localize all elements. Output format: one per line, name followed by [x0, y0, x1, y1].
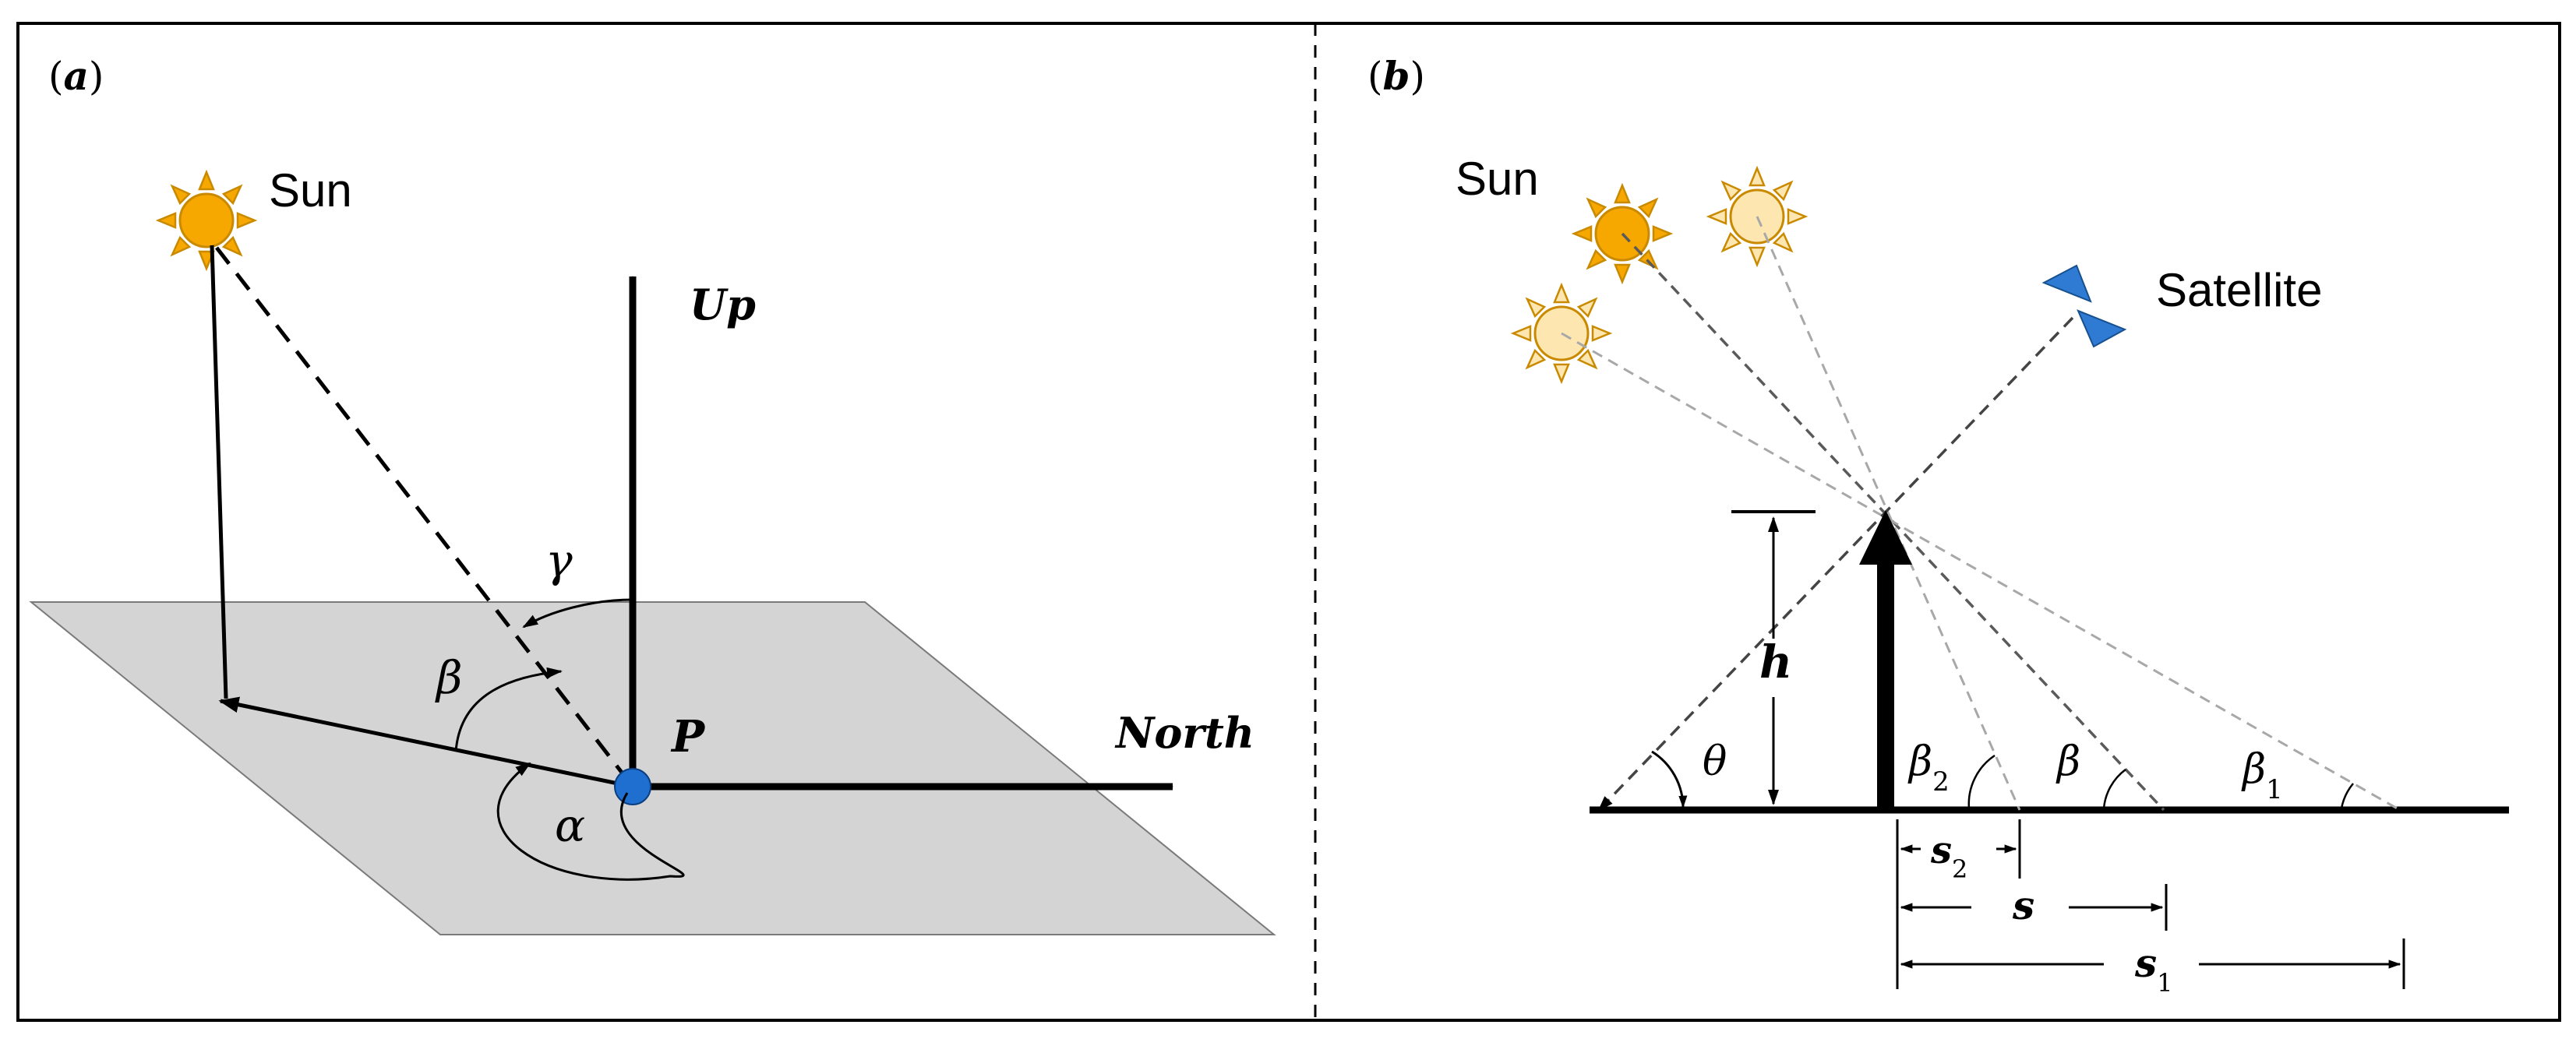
beta1-arc — [2340, 783, 2354, 809]
panel-b: (b) Sun Satellite h — [1367, 53, 2509, 998]
building-arrowhead — [1859, 510, 1912, 565]
theta-label: θ — [1703, 738, 1727, 785]
gamma-arc — [522, 598, 633, 629]
point-p-label: P — [670, 711, 706, 762]
height-label: h — [1759, 636, 1792, 688]
sun-ray-line — [215, 246, 634, 788]
ground-plane — [29, 601, 1276, 935]
beta2-arc — [1967, 754, 1996, 809]
panel-b-label: (b) — [1367, 53, 1425, 99]
observer-point — [614, 768, 651, 805]
s2-label: s2 — [1930, 829, 1967, 884]
sun-label-b: Sun — [1456, 153, 1539, 205]
beta2-label: β2 — [1907, 738, 1950, 798]
theta-arc — [1651, 750, 1688, 808]
beta-label-b: β — [2056, 738, 2080, 785]
gamma-label: γ — [545, 534, 573, 587]
alpha-label: α — [555, 799, 585, 852]
beta1-label: β1 — [2241, 746, 2283, 805]
s-label: s — [2012, 882, 2034, 928]
sun-icon — [157, 171, 256, 270]
alpha-arc — [496, 762, 685, 881]
sun-label: Sun — [269, 164, 352, 217]
beta-arc — [454, 667, 563, 752]
satellite-icon — [2041, 264, 2127, 348]
sun-vertical-drop — [210, 245, 228, 699]
panel-a: (a) Sun Up North P α β γ — [29, 53, 1276, 935]
north-axis-label: North — [1114, 708, 1254, 758]
beta-label: β — [435, 651, 463, 704]
sun-ray-beta1 — [1561, 332, 2401, 812]
s1-label: s1 — [2134, 940, 2173, 998]
panel-a-label: (a) — [48, 53, 104, 99]
beta-arc-b — [2102, 768, 2126, 809]
sun-ray-beta2 — [1756, 216, 2021, 811]
satellite-view-line — [1597, 316, 2074, 812]
satellite-label: Satellite — [2156, 264, 2322, 316]
azimuth-projection-arrow — [218, 696, 633, 789]
up-axis-label: Up — [690, 280, 756, 329]
figure-frame — [16, 22, 2561, 1022]
